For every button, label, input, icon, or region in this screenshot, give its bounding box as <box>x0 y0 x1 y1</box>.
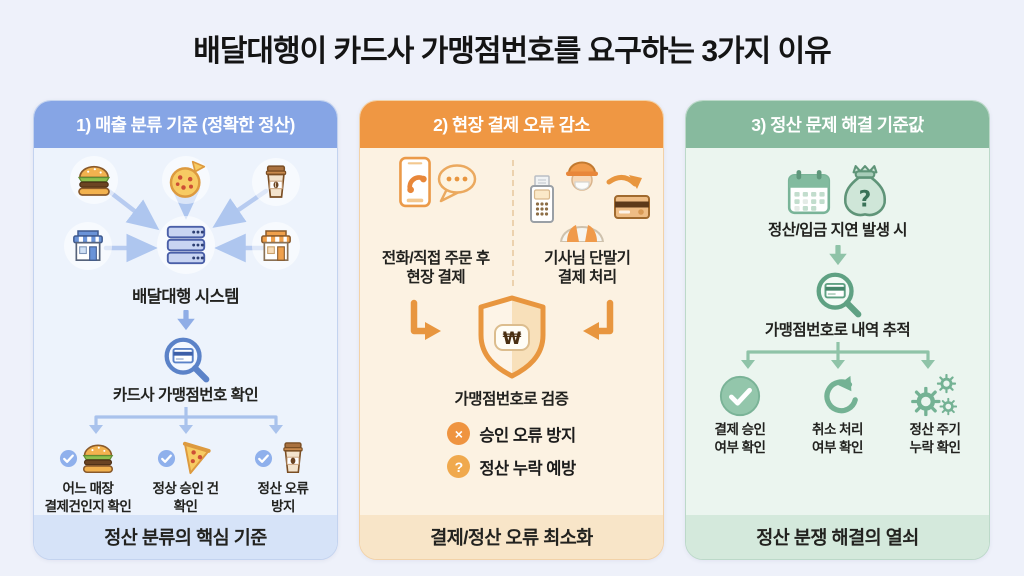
check-item: 정산 오류 방지 <box>237 439 329 515</box>
panel3-body: ? 정산/입금 지연 발생 시 가맹점번호로 내역 추적 <box>686 148 989 515</box>
panel-settlement-resolution: 3) 정산 문제 해결 기준값 <box>685 100 990 560</box>
check-item-label: 정산 주기 누락 확인 <box>909 422 961 455</box>
payment-methods: 전화/직접 주문 후 현장 결제 <box>360 156 663 287</box>
store-blue-chip <box>63 222 112 270</box>
bullet-list: × 승인 오류 방지 ? 정산 누락 예방 <box>447 422 576 479</box>
check-badge-icon <box>254 449 273 467</box>
x-circle-icon: × <box>447 422 471 446</box>
gears-icon <box>911 374 957 418</box>
server-chip <box>156 216 215 274</box>
undo-arrow-icon <box>823 376 858 414</box>
check-item: 정산 주기 누락 확인 <box>889 374 981 456</box>
panel1-body: 배달대행 시스템 카드사 가맹점번호 확인 <box>34 148 337 515</box>
coffee-cup-icon <box>265 165 286 198</box>
pos-terminal-icon <box>530 175 555 223</box>
l-arrow-right-icon <box>582 299 613 341</box>
panel-onsite-payment-errors: 2) 현장 결제 오류 감소 <box>359 100 664 560</box>
credit-card-icon <box>614 195 651 219</box>
burger-chip <box>69 156 118 204</box>
verify-label: 카드사 가맹점번호 확인 <box>112 386 259 404</box>
delay-label: 정산/입금 지연 발생 시 <box>767 222 908 239</box>
calendar-icon <box>787 170 830 215</box>
panel-row: 1) 매출 분류 기준 (정확한 정산) <box>33 100 990 560</box>
panel1-footer: 정산 분류의 핵심 기준 <box>34 515 337 559</box>
check-items: 결제 승인 여부 확인 취소 처리 여부 확인 <box>686 374 989 456</box>
phone-order-label: 전화/직접 주문 후 현장 결제 <box>381 250 490 286</box>
delivery-driver-icon <box>530 161 651 242</box>
bullet-label: 정산 누락 예방 <box>479 459 576 478</box>
panel3-footer: 정산 분쟁 해결의 열쇠 <box>686 515 989 559</box>
store-orange-chip <box>251 222 300 270</box>
check-item: 정상 승인 건 확인 <box>140 439 232 515</box>
panel2-body: 전화/직접 주문 후 현장 결제 <box>360 148 663 515</box>
branch-connector <box>88 407 283 435</box>
dashed-divider <box>511 160 514 286</box>
coffee-cup-icon <box>283 442 303 474</box>
check-item-label: 정산 오류 방지 <box>257 481 309 514</box>
magnifier-card-icon <box>816 272 861 318</box>
check-badge-icon <box>59 449 78 467</box>
track-label: 가맹점번호로 내역 추적 <box>764 321 911 339</box>
shield-converge: ₩ <box>386 291 638 391</box>
delay-icons: ? <box>784 158 892 218</box>
check-item: 어느 매장 결제건인지 확인 <box>42 439 134 515</box>
speech-bubble-icon <box>437 164 476 203</box>
check-item-label: 결제 승인 여부 확인 <box>714 422 766 455</box>
phone-order-method: 전화/직접 주문 후 현장 결제 <box>360 156 512 287</box>
system-label: 배달대행 시스템 <box>132 288 239 306</box>
question-circle-icon: ? <box>447 455 471 479</box>
phone-icon <box>398 156 431 208</box>
bullet-item: ? 정산 누락 예방 <box>447 455 576 479</box>
driver-terminal-label: 기사님 단말기 결제 처리 <box>544 250 631 286</box>
pizza-icon <box>169 160 205 198</box>
check-items: 어느 매장 결제건인지 확인 <box>34 439 337 515</box>
storefront-blue-icon <box>72 230 103 261</box>
pizza-slice-icon <box>182 442 211 475</box>
burger-icon <box>82 444 114 474</box>
svg-text:?: ? <box>858 188 871 213</box>
check-badge-icon <box>157 449 175 467</box>
server-icon <box>166 225 205 265</box>
arrow-down-icon <box>828 244 847 265</box>
shield-verify-label: 가맹점번호로 검증 <box>454 391 569 409</box>
check-item-label: 취소 처리 여부 확인 <box>812 422 863 455</box>
panel2-footer: 결제/정산 오류 최소화 <box>360 515 663 559</box>
check-item-label: 정상 승인 건 확인 <box>152 481 219 514</box>
coffee-chip <box>251 158 300 206</box>
arrow-down-icon <box>176 309 195 330</box>
bullet-item: × 승인 오류 방지 <box>447 422 576 446</box>
page-title: 배달대행이 카드사 가맹점번호를 요구하는 3가지 이유 <box>193 35 832 68</box>
check-circle-icon <box>719 376 761 417</box>
panel1-header: 1) 매출 분류 기준 (정확한 정산) <box>34 101 337 148</box>
system-cluster <box>44 156 328 288</box>
check-item: 결제 승인 여부 확인 <box>694 374 786 456</box>
panel-sales-classification: 1) 매출 분류 기준 (정확한 정산) <box>33 100 338 560</box>
check-item: 취소 처리 여부 확인 <box>792 374 884 456</box>
pizza-chip <box>161 156 210 204</box>
panel2-header: 2) 현장 결제 오류 감소 <box>360 101 663 148</box>
burger-icon <box>77 165 110 196</box>
shield-won-icon: ₩ <box>478 295 545 379</box>
magnifier-card-icon <box>164 337 209 383</box>
money-bag-icon: ? <box>843 165 886 217</box>
curved-arrow-icon <box>606 175 638 187</box>
bullet-label: 승인 오류 방지 <box>479 426 576 445</box>
svg-text:₩: ₩ <box>502 329 521 349</box>
panel3-header: 3) 정산 문제 해결 기준값 <box>686 101 989 148</box>
l-arrow-left-icon <box>410 299 441 341</box>
branch-connector <box>740 342 935 370</box>
storefront-orange-icon <box>260 230 291 261</box>
check-item-label: 어느 매장 결제건인지 확인 <box>44 481 132 514</box>
driver-terminal-method: 기사님 단말기 결제 처리 <box>512 156 664 287</box>
